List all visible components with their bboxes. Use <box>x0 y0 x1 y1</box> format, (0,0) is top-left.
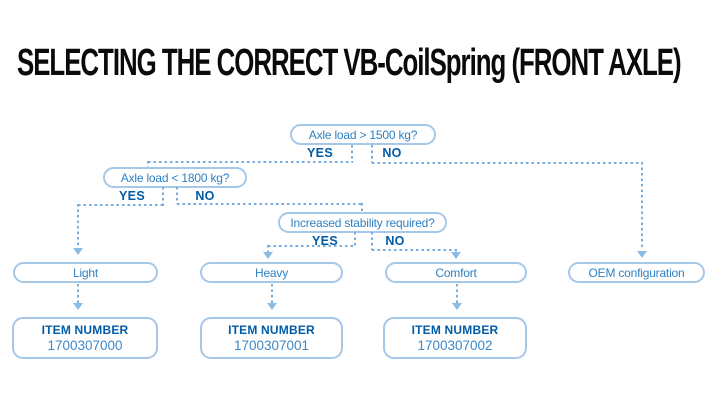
connector-light-drop <box>77 204 79 248</box>
item-number-value: 1700307001 <box>233 337 310 353</box>
connector-d3-no-stub <box>371 232 373 250</box>
outcome-light-label: Light <box>72 265 99 280</box>
decision-2-no-label: NO <box>195 189 215 203</box>
decision-axle-load-1500-label: Axle load > 1500 kg? <box>308 127 418 142</box>
connector-comfort-drop <box>455 249 457 252</box>
decision-axle-load-1800-label: Axle load < 1800 kg? <box>120 170 230 185</box>
decision-axle-load-1800: Axle load < 1800 kg? <box>103 167 247 188</box>
connector-d1-yes-horizontal <box>148 161 353 163</box>
connector-d2-yes-horizontal <box>78 204 164 206</box>
arrowhead-comfort-icon <box>451 252 461 259</box>
connector-d3-yes-horizontal <box>268 245 356 247</box>
outcome-light: Light <box>13 262 158 283</box>
connector-heavy-drop <box>267 245 269 252</box>
item-number-box-comfort: ITEM NUMBER 1700307002 <box>383 317 527 359</box>
page-title: SELECTING THE CORRECT VB-CoilSpring (FRO… <box>17 42 682 84</box>
outcome-comfort-label: Comfort <box>435 265 477 280</box>
connector-d1-no-horizontal <box>372 162 643 164</box>
decision-2-yes-label: YES <box>119 189 145 203</box>
connector-d1-no-stub <box>371 145 373 163</box>
connector-d3-no-horizontal <box>372 249 457 251</box>
item-number-heading: ITEM NUMBER <box>41 322 129 337</box>
decision-1-no-label: NO <box>382 146 402 160</box>
arrowhead-light-item-icon <box>73 303 83 310</box>
connector-d2-no-stub <box>176 187 178 204</box>
connector-oem-drop <box>641 162 643 250</box>
decision-increased-stability-label: Increased stability required? <box>290 215 435 230</box>
item-number-value: 1700307002 <box>417 337 493 353</box>
connector-light-item <box>77 284 79 303</box>
connector-d2-no-drop <box>361 203 363 212</box>
decision-axle-load-1500: Axle load > 1500 kg? <box>290 124 436 145</box>
item-number-value: 1700307000 <box>47 337 123 353</box>
decision-1-yes-label: YES <box>307 146 333 160</box>
arrowhead-light-icon <box>73 248 83 255</box>
connector-heavy-item <box>271 284 273 303</box>
arrowhead-heavy-icon <box>263 252 273 259</box>
arrowhead-comfort-item-icon <box>452 303 462 310</box>
decision-3-no-label: NO <box>385 234 405 248</box>
decision-increased-stability: Increased stability required? <box>278 212 447 233</box>
connector-d1-yes-drop <box>147 161 149 167</box>
item-number-box-light: ITEM NUMBER 1700307000 <box>12 317 158 359</box>
decision-3-yes-label: YES <box>312 234 338 248</box>
outcome-heavy: Heavy <box>200 262 343 283</box>
item-number-heading: ITEM NUMBER <box>411 322 499 337</box>
arrowhead-oem-icon <box>637 251 647 258</box>
connector-d3-yes-stub <box>354 232 356 246</box>
connector-comfort-item <box>456 284 458 303</box>
connector-d2-yes-stub <box>162 187 164 206</box>
outcome-comfort: Comfort <box>385 262 527 283</box>
connector-d1-yes-stub <box>351 145 353 162</box>
item-number-heading: ITEM NUMBER <box>228 322 315 337</box>
outcome-oem-configuration: OEM configuration <box>568 262 705 283</box>
outcome-heavy-label: Heavy <box>254 265 288 280</box>
arrowhead-heavy-item-icon <box>267 303 277 310</box>
item-number-box-heavy: ITEM NUMBER 1700307001 <box>200 317 343 359</box>
connector-d2-no-horizontal <box>177 203 363 205</box>
outcome-oem-label: OEM configuration <box>588 265 685 280</box>
